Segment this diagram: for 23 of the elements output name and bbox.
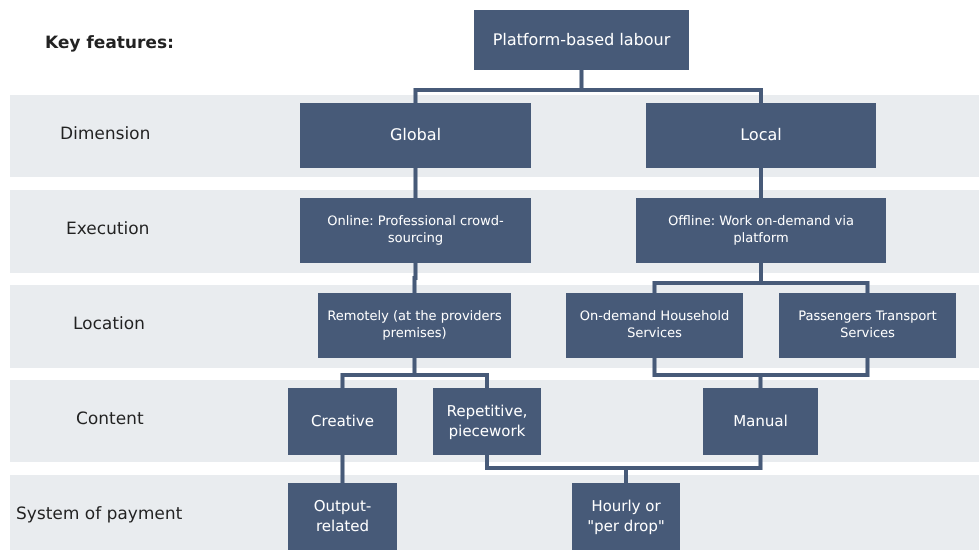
category-box: Global [300, 103, 531, 168]
category-box: Remotely (at the providers premises) [318, 293, 511, 358]
row-label: Location [73, 314, 145, 334]
connector-line [759, 168, 763, 198]
row-label: System of payment [16, 504, 182, 524]
row-label: Content [76, 409, 144, 429]
connector-line [414, 168, 418, 198]
row-label: Dimension [60, 124, 150, 144]
row-label: Execution [66, 219, 150, 239]
category-box: Local [646, 103, 876, 168]
connector-line [340, 455, 344, 483]
category-box: Output-related [288, 483, 397, 550]
category-box: Passengers Transport Services [779, 293, 956, 358]
category-box: Hourly or "per drop" [572, 483, 680, 550]
category-box: On-demand Household Services [566, 293, 743, 358]
category-box: Online: Professional crowd-sourcing [300, 198, 531, 263]
heading: Key features: [45, 33, 174, 53]
category-box: Creative [288, 388, 397, 455]
category-box: Platform-based labour [474, 10, 689, 70]
category-box: Offline: Work on-demand via platform [636, 198, 886, 263]
category-box: Repetitive, piecework [433, 388, 541, 455]
category-box: Manual [703, 388, 818, 455]
connector-line [412, 263, 418, 293]
